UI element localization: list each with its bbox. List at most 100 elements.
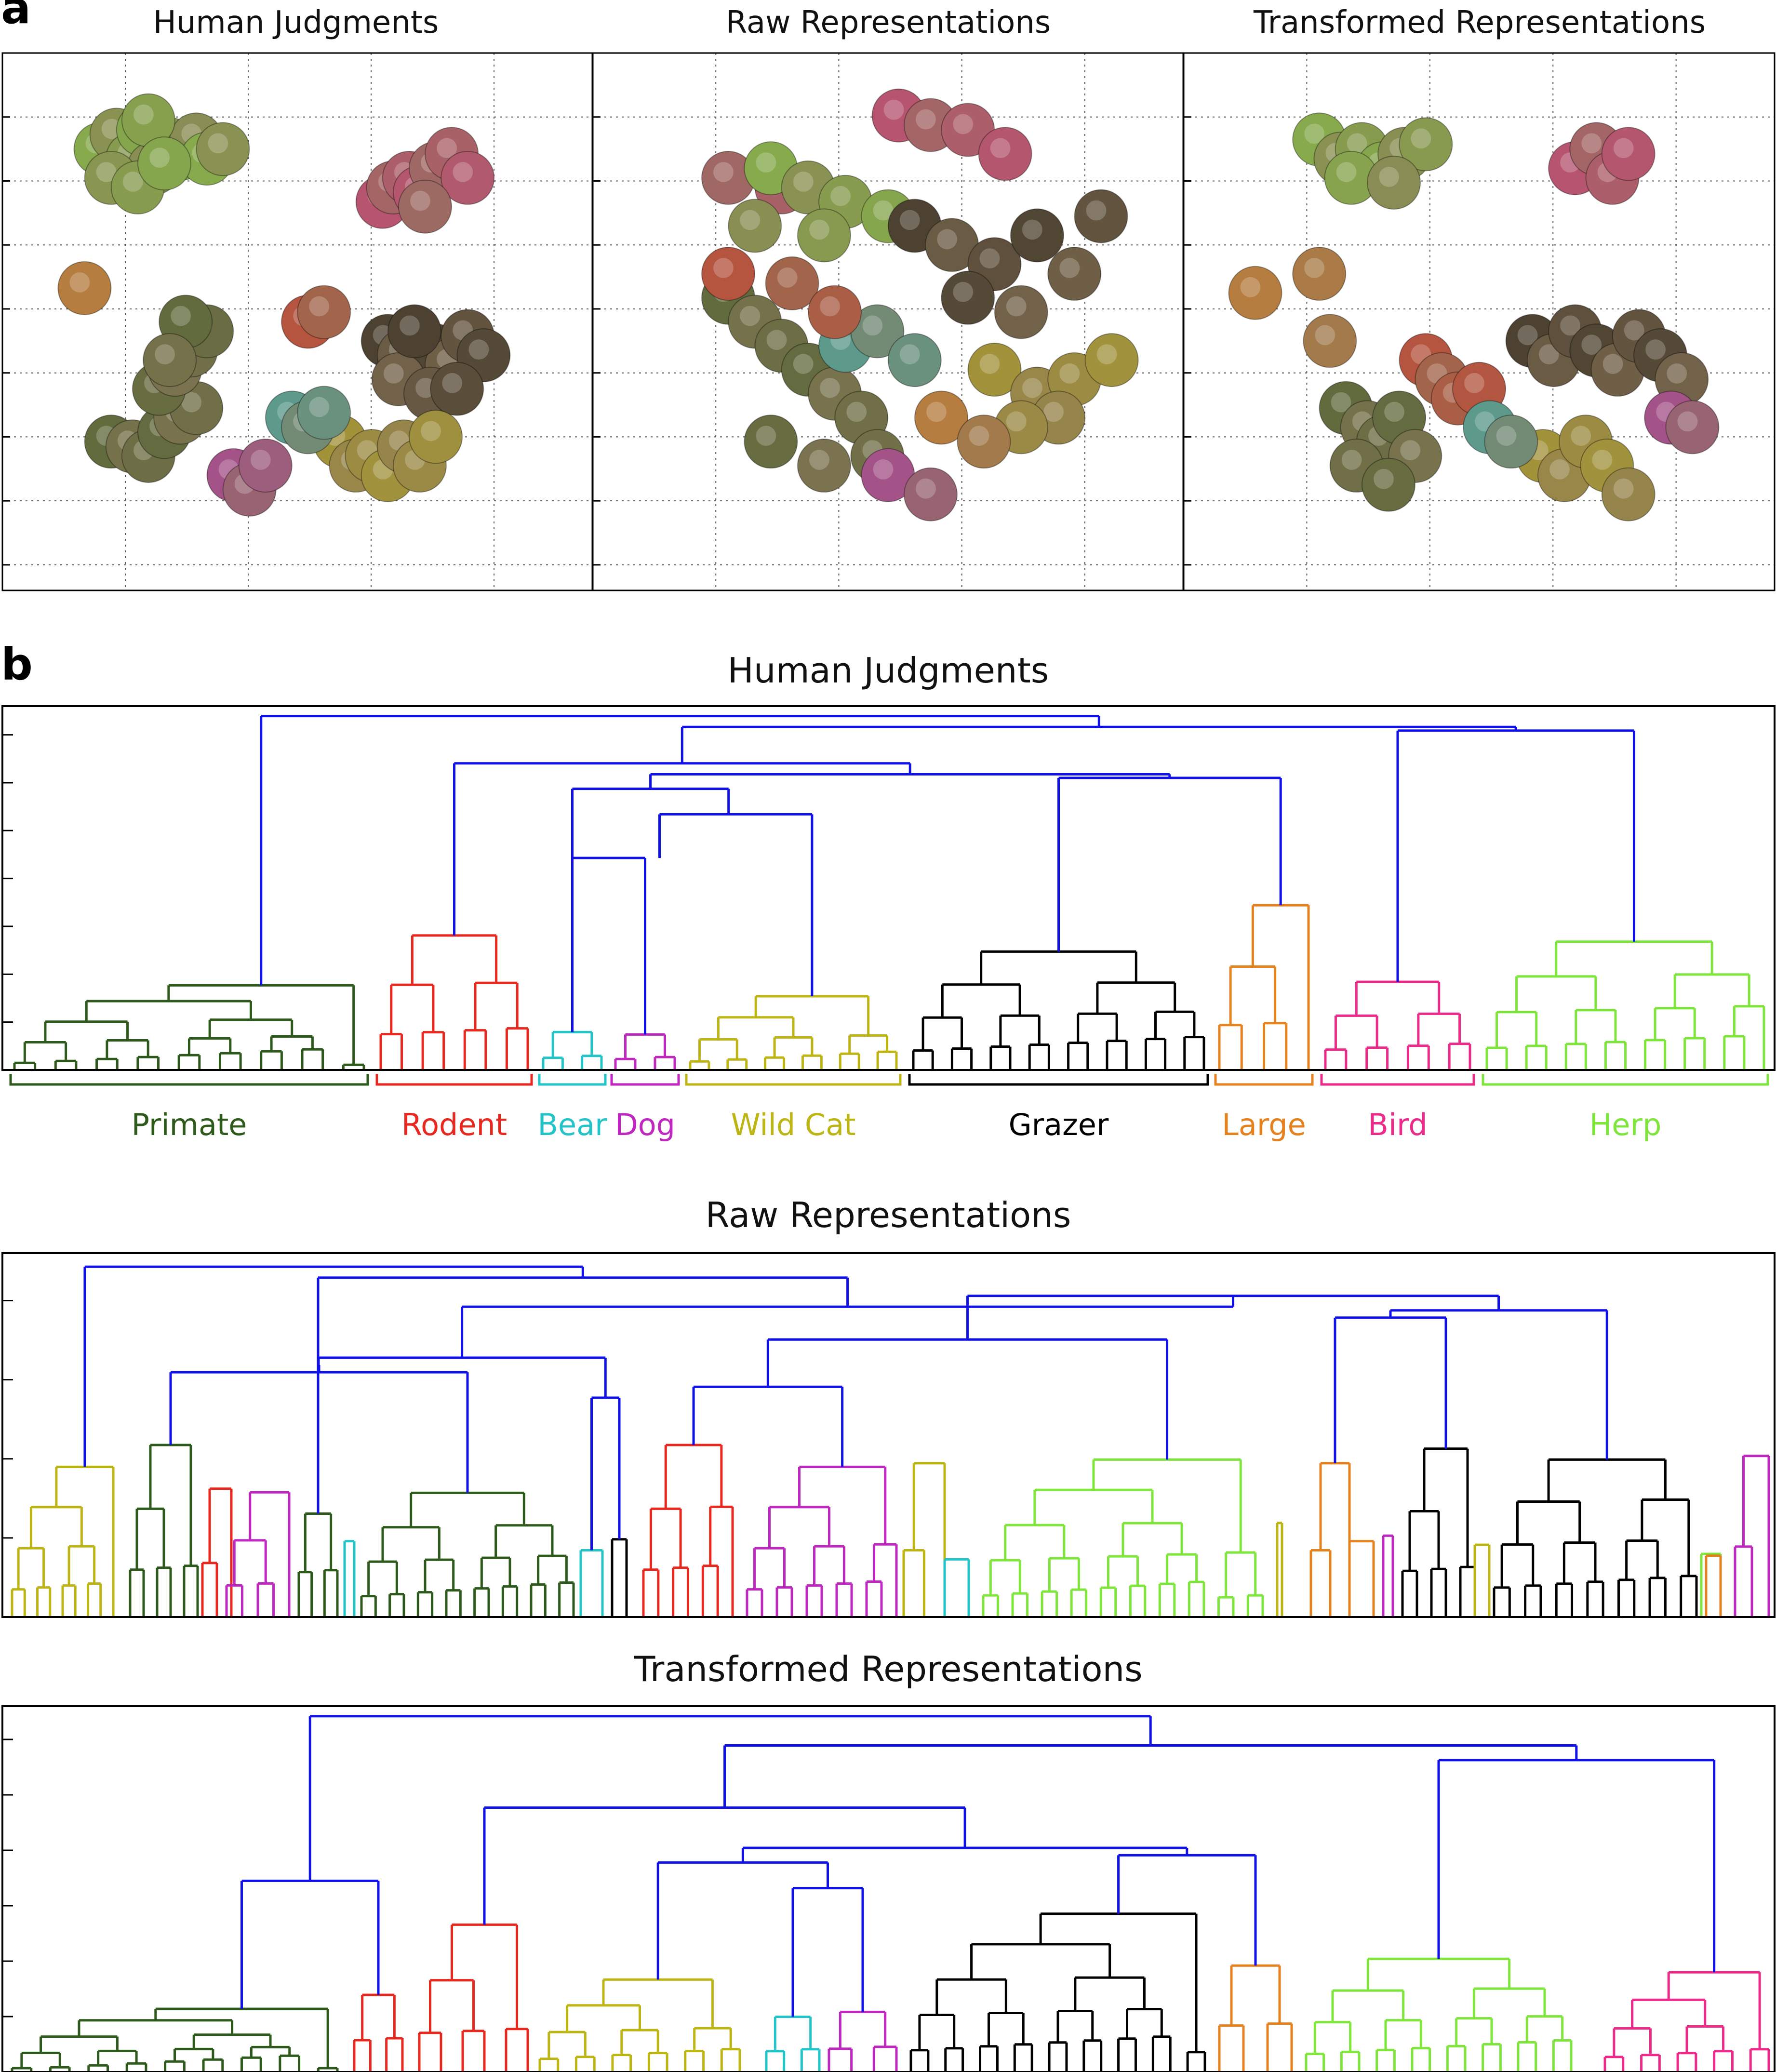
scatter-point-highlight (155, 344, 175, 364)
scatter-point-bird (398, 179, 452, 234)
scatter-point-highlight (1613, 478, 1634, 499)
scatter-point-grazer (1010, 208, 1064, 263)
scatter-point-highlight (756, 152, 776, 173)
scatter-point-highlight (1384, 401, 1405, 422)
scatter-point-highlight (309, 397, 330, 417)
scatter-point-highlight (1645, 339, 1666, 360)
scatter-point-highlight (820, 377, 840, 398)
scatter-point-highlight (1022, 377, 1042, 398)
scatter-point-highlight (208, 133, 228, 154)
scatter-point-herp (196, 122, 250, 176)
scatter-point-large (957, 414, 1011, 469)
scatter-point-highlight (1411, 128, 1431, 149)
scatter-point-highlight (777, 267, 798, 288)
scatter-point-highlight (1613, 138, 1634, 159)
cluster-bracket-dog (610, 1074, 680, 1086)
scatter-point-rodent (765, 256, 819, 310)
scatter-point-bear (1484, 414, 1538, 469)
scatter-point-highlight (740, 210, 761, 230)
scatter-point-highlight (1347, 133, 1367, 154)
scatter-point-bird (441, 151, 495, 205)
scatter-point-herp (137, 136, 191, 191)
cluster-label-dog: Dog (615, 1107, 675, 1142)
scatter-point-highlight (969, 426, 989, 446)
scatter-point-highlight (793, 354, 814, 374)
scatter-point-rodent (701, 247, 755, 301)
dendrogram-transformed-representations: Transformed Representations (1, 1649, 1776, 2072)
scatter-point-highlight (1059, 363, 1080, 384)
scatter-point-highlight (101, 119, 122, 139)
scatter-point-highlight (410, 190, 430, 211)
scatter-point-large (1228, 266, 1282, 320)
cluster-bracket-large (1214, 1074, 1314, 1086)
scatter-point-highlight (1006, 411, 1027, 432)
scatter-point-highlight (1341, 450, 1362, 470)
scatter-point-bear (297, 386, 351, 440)
scatter-point-highlight (1560, 315, 1580, 336)
scatter-point-large (1303, 314, 1357, 368)
scatter-point-highlight (899, 344, 920, 364)
scatter-point-highlight (1400, 440, 1421, 460)
cluster-label-large: Large (1222, 1107, 1306, 1142)
scatter-point-highlight (926, 401, 947, 422)
scatter-point-herp (797, 208, 851, 263)
scatter-point-large (1292, 247, 1347, 301)
scatter-point-highlight (1379, 167, 1399, 187)
dendrogram-raw-representations: Raw Representations (1, 1195, 1776, 1618)
scatter-point-dog (1665, 400, 1720, 455)
cluster-label-primate: Primate (132, 1107, 247, 1142)
scatter-point-wild-cat (967, 343, 1022, 397)
scatter-point-highlight (309, 296, 330, 317)
scatter-point-bird (1601, 127, 1656, 181)
scatter-point-highlight (468, 339, 489, 360)
scatter-point-rodent (297, 285, 351, 339)
scatter-point-highlight (1336, 162, 1357, 182)
cluster-label-grazer: Grazer (1009, 1107, 1109, 1142)
scatter-point-highlight (990, 138, 1011, 159)
scatter-point-highlight (1592, 450, 1613, 470)
scatter-point-highlight (809, 450, 829, 470)
scatter-point-highlight (953, 114, 974, 134)
scatter-point-highlight (979, 248, 1000, 268)
panel-b-letter: b (1, 639, 33, 690)
scatter-point-primate (744, 414, 798, 469)
scatter-point-highlight (899, 210, 920, 230)
scatter-point-highlight (399, 315, 420, 336)
scatter-point-highlight (415, 377, 436, 398)
scatter-point-highlight (1517, 325, 1538, 346)
scatter-point-highlight (1043, 401, 1064, 422)
scatter-point-highlight (1331, 392, 1351, 413)
scatter-point-herp (1367, 155, 1421, 210)
cluster-bracket-bird (1320, 1074, 1475, 1086)
scatter-point-dog (903, 467, 958, 521)
scatter-point-herp (728, 199, 782, 253)
scatter-point-highlight (1571, 426, 1591, 446)
scatter-point-bird (978, 127, 1032, 181)
scatter-point-highlight (756, 426, 776, 446)
scatter-point-grazer (994, 285, 1048, 339)
scatter-human-judgments: Human Judgments (1, 5, 593, 591)
scatter-title-transformed: Transformed Representations (1253, 5, 1706, 40)
cluster-bracket-bear (538, 1074, 607, 1086)
scatter-point-highlight (937, 229, 957, 250)
scatter-point-highlight (1240, 277, 1261, 297)
scatter-point-highlight (1006, 296, 1027, 317)
scatter-point-highlight (1496, 426, 1517, 446)
scatter-point-highlight (953, 281, 974, 302)
scatter-point-highlight (149, 147, 170, 168)
scatter-point-highlight (421, 421, 441, 441)
scatter-point-highlight (1464, 373, 1484, 393)
scatter-point-primate (143, 333, 197, 388)
scatter-point-highlight (916, 478, 936, 499)
dendrogram-title-raw: Raw Representations (706, 1195, 1071, 1235)
scatter-point-highlight (69, 272, 90, 293)
cluster-bracket-wild-cat (685, 1074, 902, 1086)
scatter-point-highlight (1304, 123, 1325, 144)
scatter-point-grazer (387, 304, 441, 359)
cluster-label-bear: Bear (537, 1107, 607, 1142)
scatter-point-highlight (1059, 258, 1080, 278)
scatter-point-highlight (453, 162, 473, 182)
scatter-point-highlight (1538, 344, 1559, 364)
scatter-point-highlight (809, 219, 829, 240)
